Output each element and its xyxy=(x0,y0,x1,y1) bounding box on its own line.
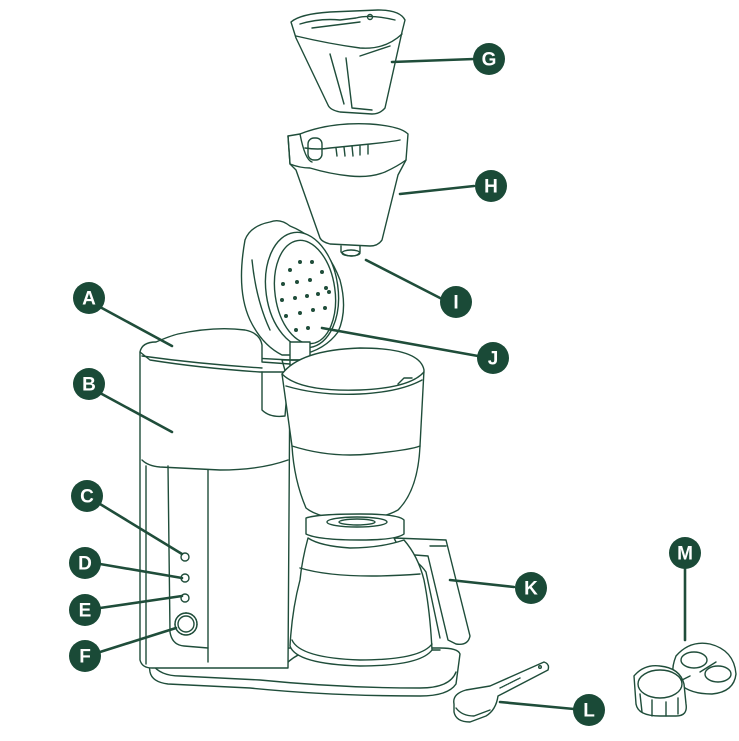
label-i: I xyxy=(440,286,472,318)
part-brew-chamber xyxy=(281,347,425,521)
shower-holes xyxy=(280,260,331,332)
svg-text:A: A xyxy=(82,289,96,310)
svg-text:M: M xyxy=(677,544,693,565)
svg-text:G: G xyxy=(482,50,497,71)
part-filter-holder xyxy=(633,642,737,717)
button-c xyxy=(180,552,190,562)
label-d: D xyxy=(69,547,101,579)
label-c: C xyxy=(71,480,103,512)
label-b: B xyxy=(73,368,105,400)
label-h: H xyxy=(475,170,507,202)
part-scoop xyxy=(453,661,550,723)
svg-text:J: J xyxy=(488,349,499,370)
part-carafe xyxy=(289,513,471,667)
part-shower-head-lid xyxy=(240,219,345,380)
svg-text:H: H xyxy=(484,177,498,198)
leader-lines xyxy=(98,57,687,711)
svg-text:E: E xyxy=(79,601,92,622)
label-m: M xyxy=(669,537,701,569)
label-e: E xyxy=(69,594,101,626)
label-g: G xyxy=(473,43,505,75)
label-f: F xyxy=(69,640,101,672)
part-filter xyxy=(290,9,406,115)
svg-text:K: K xyxy=(524,579,538,600)
svg-text:L: L xyxy=(583,701,595,722)
svg-text:F: F xyxy=(79,647,91,668)
svg-text:C: C xyxy=(80,487,94,508)
part-brew-basket xyxy=(287,123,409,257)
label-a: A xyxy=(73,282,105,314)
svg-text:D: D xyxy=(78,554,92,575)
label-l: L xyxy=(573,694,605,726)
label-k: K xyxy=(515,572,547,604)
svg-text:B: B xyxy=(82,375,96,396)
svg-text:I: I xyxy=(453,293,458,314)
label-j: J xyxy=(477,342,509,374)
